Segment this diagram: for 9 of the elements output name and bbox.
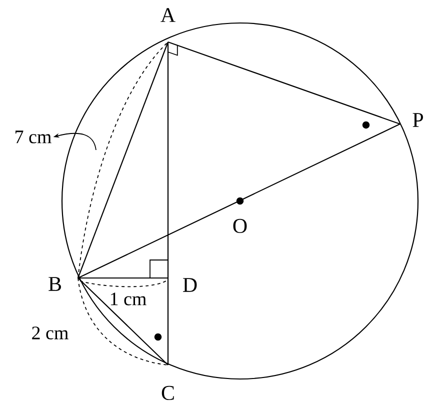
point-label: D: [183, 278, 197, 292]
point-label: C: [162, 386, 174, 400]
point-label: P: [412, 113, 423, 127]
point-label: O: [233, 218, 247, 234]
point-label: A: [160, 8, 176, 22]
measure-label: 7 cm: [16, 130, 52, 144]
dimension-arc: [78, 42, 168, 278]
measure-label: 2 cm: [32, 326, 68, 340]
point-label: B: [48, 277, 61, 291]
